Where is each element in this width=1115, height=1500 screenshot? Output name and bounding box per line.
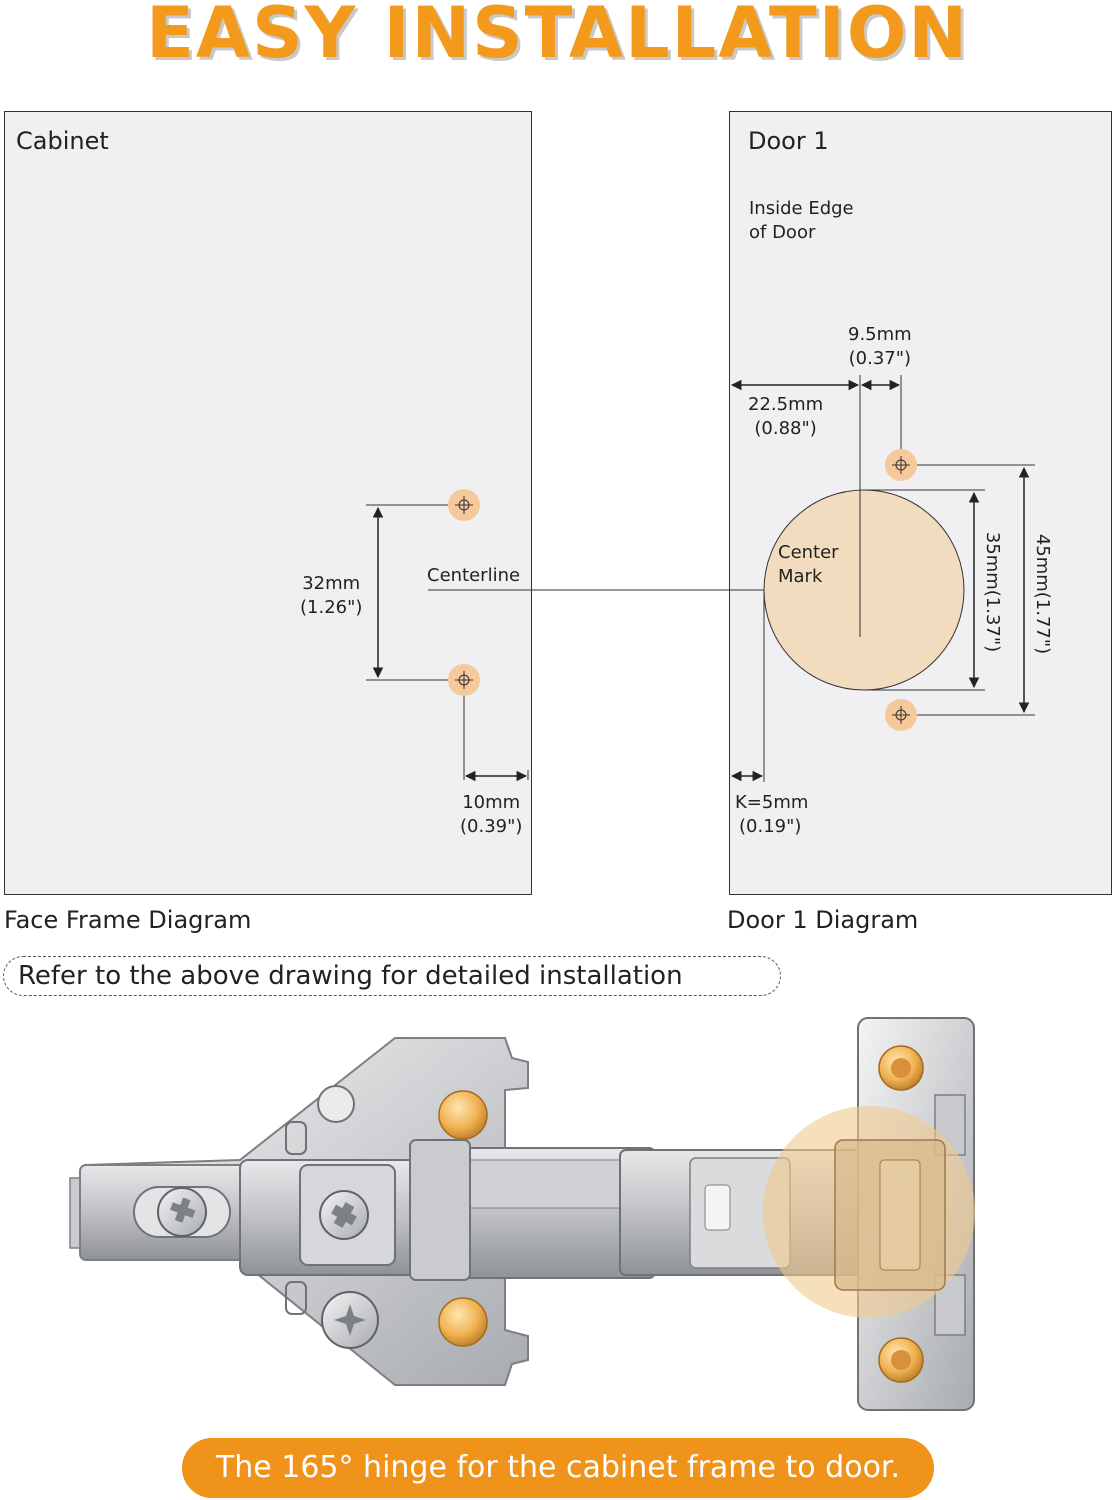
dim-k-inch: (0.19") [739, 816, 802, 837]
face-frame-caption: Face Frame Diagram [4, 906, 252, 934]
dim-32mm-value: 32mm [302, 573, 361, 594]
door-hole-top [885, 449, 917, 481]
door-drawing [730, 375, 1035, 782]
dim-35mm-label: 35mm(1.37") [982, 531, 1003, 653]
center-mark-line-1: Center [778, 542, 839, 563]
dim-k-label: K=5mm (0.19") [735, 791, 808, 839]
dim-10mm-value: 10mm [462, 792, 521, 813]
dim-k-value: K=5mm [735, 792, 809, 813]
dim-32mm-label: 32mm (1.26") [300, 572, 362, 620]
installation-note: Refer to the above drawing for detailed … [3, 956, 781, 996]
hinge-cup-circle [763, 489, 965, 691]
dim-9-5mm-inch: (0.37") [848, 348, 912, 369]
dim-10mm-inch: (0.39") [460, 816, 523, 837]
cabinet-drawing [366, 489, 529, 782]
centerline-label: Centerline [427, 565, 521, 586]
cabinet-hole-bottom [448, 664, 480, 696]
dim-32mm-inch: (1.26") [300, 597, 363, 618]
page-title: EASY INSTALLATION [146, 0, 969, 74]
brass-stud-top [438, 1090, 488, 1140]
door-panel [729, 111, 1112, 895]
door-label: Door 1 [748, 127, 829, 155]
inside-edge-line-2: of Door [749, 222, 816, 243]
screw-adjust [319, 1190, 369, 1240]
brass-stud-bottom [438, 1297, 488, 1347]
hinge-banner: The 165° hinge for the cabinet frame to … [182, 1438, 934, 1498]
screw-phillips [157, 1187, 207, 1237]
dim-22-5mm-inch: (0.88") [754, 418, 817, 439]
dim-10mm-label: 10mm (0.39") [460, 791, 522, 839]
dim-45mm-label: 45mm(1.77") [1032, 533, 1053, 655]
cabinet-hole-top [448, 489, 480, 521]
dim-9-5mm-value: 9.5mm [848, 324, 912, 345]
hinge-illustration [69, 1017, 975, 1411]
dim-22-5mm-label: 22.5mm (0.88") [748, 393, 823, 441]
screw-pozi [321, 1291, 379, 1349]
dim-22-5mm-value: 22.5mm [748, 394, 824, 415]
cabinet-panel [4, 111, 532, 895]
center-mark-line-2: Mark [778, 566, 823, 587]
inside-edge-line-1: Inside Edge [749, 198, 854, 219]
door-caption: Door 1 Diagram [727, 906, 919, 934]
door-hole-bottom [885, 699, 917, 731]
inside-edge-label: Inside Edge of Door [749, 197, 854, 245]
center-mark-label: Center Mark [778, 541, 839, 589]
cabinet-label: Cabinet [16, 127, 109, 155]
dim-9-5mm-label: 9.5mm (0.37") [848, 323, 912, 371]
